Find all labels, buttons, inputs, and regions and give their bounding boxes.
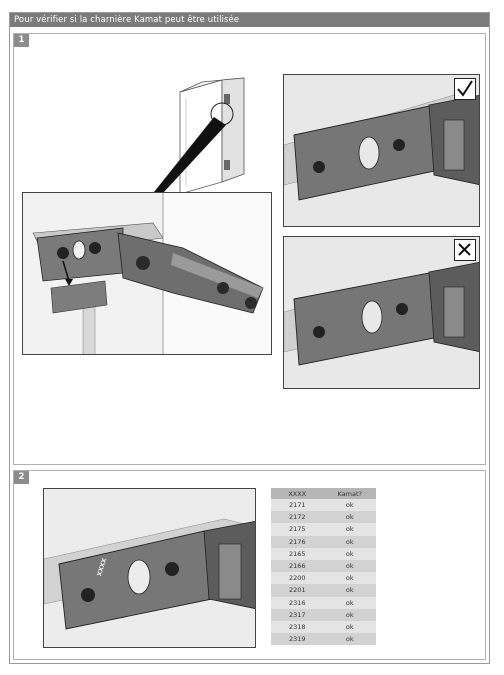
hinge-assembly-panel — [22, 192, 272, 355]
kamat-cell: ok — [323, 584, 376, 597]
step-1-number: 1 — [14, 34, 29, 47]
instruction-sheet: Pour vérifier si la charnière Kamat peut… — [9, 12, 490, 664]
page-title: Pour vérifier si la charnière Kamat peut… — [10, 13, 489, 27]
zoom-pointer — [154, 117, 226, 192]
kamat-cell: ok — [323, 511, 376, 524]
check-icon — [454, 78, 476, 100]
step-1-section: 1 — [13, 33, 486, 465]
kamat-cell: ok — [323, 547, 376, 560]
model-cell: 2176 — [271, 535, 324, 548]
model-cell: 2319 — [271, 633, 324, 646]
model-cell: 2318 — [271, 620, 324, 634]
model-cell: 2201 — [271, 584, 324, 597]
model-cell: 2316 — [271, 596, 324, 609]
step-2-number: 2 — [14, 471, 29, 484]
model-cell: 2175 — [271, 523, 324, 536]
model-cell: 2317 — [271, 608, 324, 621]
column-header-kamat: Kamat? — [323, 488, 376, 499]
correct-position-panel — [283, 74, 480, 227]
incorrect-position-panel — [283, 236, 480, 389]
kamat-cell: ok — [323, 633, 376, 646]
kamat-cell: ok — [323, 596, 376, 609]
model-cell: 2165 — [271, 547, 324, 560]
model-cell: 2200 — [271, 572, 324, 585]
kamat-cell: ok — [323, 499, 376, 512]
table-header-row: XXXX Kamat? — [271, 488, 376, 499]
kamat-cell: ok — [323, 559, 376, 573]
cross-icon — [454, 239, 476, 261]
kamat-cell: ok — [323, 523, 376, 536]
kamat-cell: ok — [323, 620, 376, 634]
model-cell: 2166 — [271, 559, 324, 573]
kamat-cell: ok — [323, 535, 376, 548]
model-cell: 2171 — [271, 499, 324, 512]
kamat-cell: ok — [323, 608, 376, 621]
kamat-cell: ok — [323, 572, 376, 585]
column-header-model: XXXX — [271, 488, 324, 499]
hinge-closeup-panel: XXXX — [43, 488, 256, 648]
model-cell: 2172 — [271, 511, 324, 524]
